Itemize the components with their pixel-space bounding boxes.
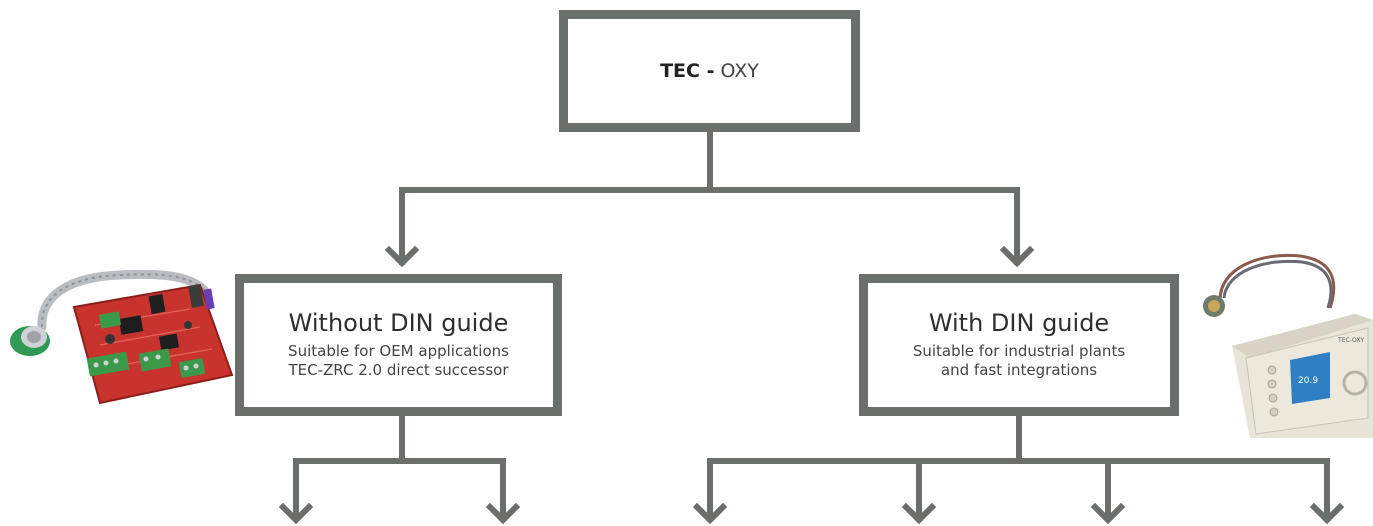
root-node: TEC - OXY — [559, 10, 860, 132]
branch-without-din: Without DIN guide Suitable for OEM appli… — [235, 274, 562, 416]
svg-text:TEC-OXY: TEC-OXY — [1337, 337, 1364, 344]
root-title-light: OXY — [720, 60, 759, 82]
branch-description-line: and fast integrations — [940, 360, 1098, 379]
oem-circuit-board-icon — [10, 269, 234, 405]
branch-title: With DIN guide — [928, 309, 1110, 338]
branch-description-line: Suitable for OEM applications — [288, 342, 509, 361]
root-title-bold: TEC - — [660, 60, 715, 82]
branch-description-line: TEC-ZRC 2.0 direct successor — [288, 360, 509, 379]
root-title: TEC - OXY — [660, 60, 759, 82]
branch-with-din: With DIN guide Suitable for industrial p… — [859, 274, 1179, 416]
branch-title: Without DIN guide — [288, 309, 509, 338]
branch-description-line: Suitable for industrial plants — [912, 342, 1126, 361]
svg-text:20.9: 20.9 — [1298, 376, 1318, 386]
din-rail-controller-icon: 20.9 TEC-OXY — [1203, 253, 1373, 438]
